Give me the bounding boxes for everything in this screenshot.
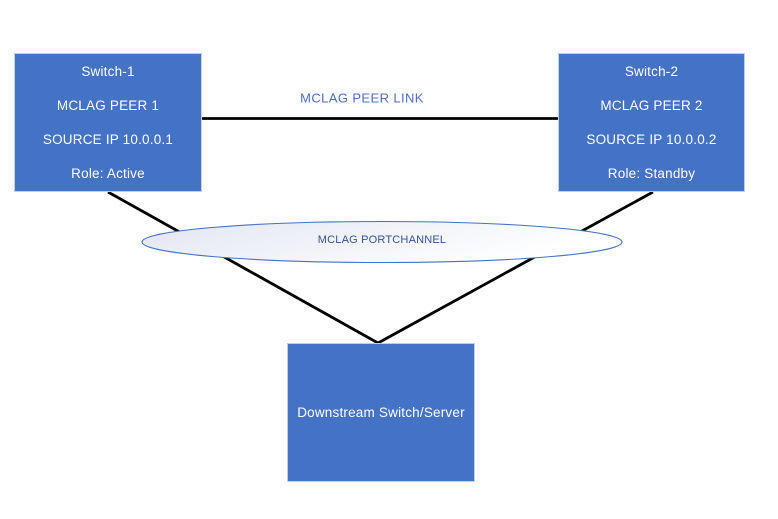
- portchannel-label: MCLAG PORTCHANNEL: [317, 234, 447, 246]
- switch-1-node: Switch-1 MCLAG PEER 1 SOURCE IP 10.0.0.1…: [14, 53, 202, 192]
- switch-2-peer: MCLAG PEER 2: [600, 97, 703, 113]
- switch1-to-downstream-line: [107, 190, 379, 345]
- downstream-title: Downstream Switch/Server: [297, 405, 465, 420]
- switch-1-title: Switch-1: [81, 63, 135, 79]
- switch-2-role: Role: Standby: [607, 166, 696, 182]
- switch-1-source-ip: SOURCE IP 10.0.0.1: [42, 132, 174, 148]
- switch-1-peer: MCLAG PEER 1: [56, 97, 160, 113]
- switch-2-node: Switch-2 MCLAG PEER 2 SOURCE IP 10.0.0.2…: [558, 53, 745, 192]
- downstream-node: Downstream Switch/Server: [287, 343, 475, 482]
- peer-link-label: MCLAG PEER LINK: [300, 90, 424, 106]
- switch-2-source-ip: SOURCE IP 10.0.0.2: [586, 132, 717, 148]
- portchannel-ellipse: [141, 220, 623, 264]
- switch2-to-downstream-line: [377, 190, 654, 345]
- switch-2-title: Switch-2: [624, 63, 679, 79]
- switch-1-role: Role: Active: [71, 166, 145, 182]
